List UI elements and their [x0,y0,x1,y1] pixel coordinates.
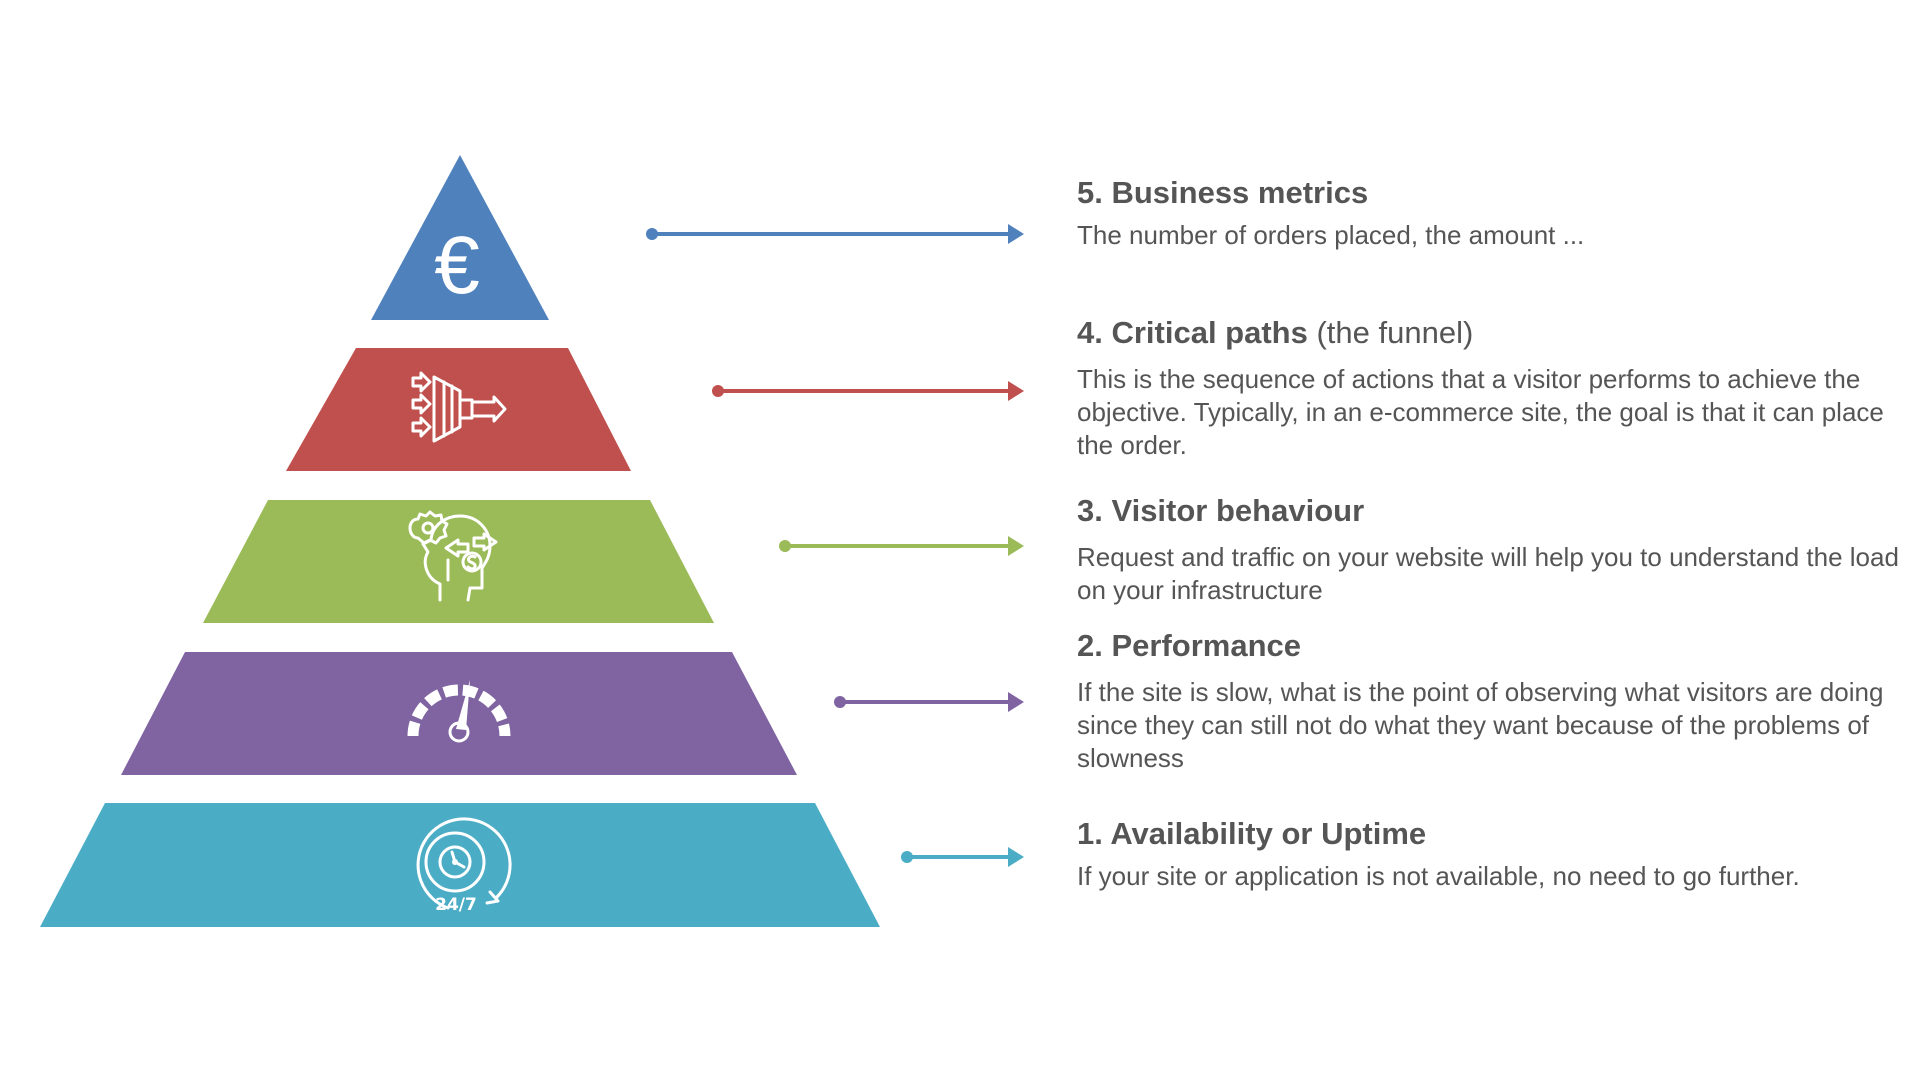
svg-text:€: € [434,220,480,311]
tier-2-description: If the site is slow, what is the point o… [1077,677,1884,773]
pyramid-tier-2 [121,652,797,775]
tier-4-title: 4. Critical paths (the funnel) [1077,315,1474,350]
tier-5-text: 5. Business metrics The number of orders… [1077,174,1907,252]
connector-arrow-tier-5 [646,224,1024,244]
connector-arrow-tier-3 [779,536,1024,556]
pyramid-tier-5 [371,155,549,320]
tier-2-title: 2. Performance [1077,628,1301,663]
euro-icon: € [434,220,480,311]
clock-24-7-icon: 24/7 [416,817,512,915]
tier-5-title: 5. Business metrics [1077,175,1369,210]
tier-4-text: 4. Critical paths (the funnel) This is t… [1077,314,1907,462]
tier-3-title: 3. Visitor behaviour [1077,493,1365,528]
head-gear-icon [408,510,498,602]
tier-3-text: 3. Visitor behaviour Request and traffic… [1077,492,1907,607]
tier-3-description: Request and traffic on your website will… [1077,542,1899,605]
tier-1-text: 1. Availability or Uptime If your site o… [1077,815,1907,893]
connector-arrow-tier-4 [712,381,1024,401]
connector-arrow-tier-1 [901,847,1024,867]
svg-text:24/7: 24/7 [435,895,477,915]
connector-arrow-tier-2 [834,692,1024,712]
speedometer-icon [407,680,511,743]
tier-5-description: The number of orders placed, the amount … [1077,220,1585,250]
funnel-icon [411,371,507,443]
pyramid-tier-3 [203,500,714,623]
tier-2-text: 2. Performance If the site is slow, what… [1077,627,1907,775]
tier-1-title: 1. Availability or Uptime [1077,816,1427,851]
tier-4-description: This is the sequence of actions that a v… [1077,364,1884,460]
tier-1-description: If your site or application is not avail… [1077,861,1800,891]
